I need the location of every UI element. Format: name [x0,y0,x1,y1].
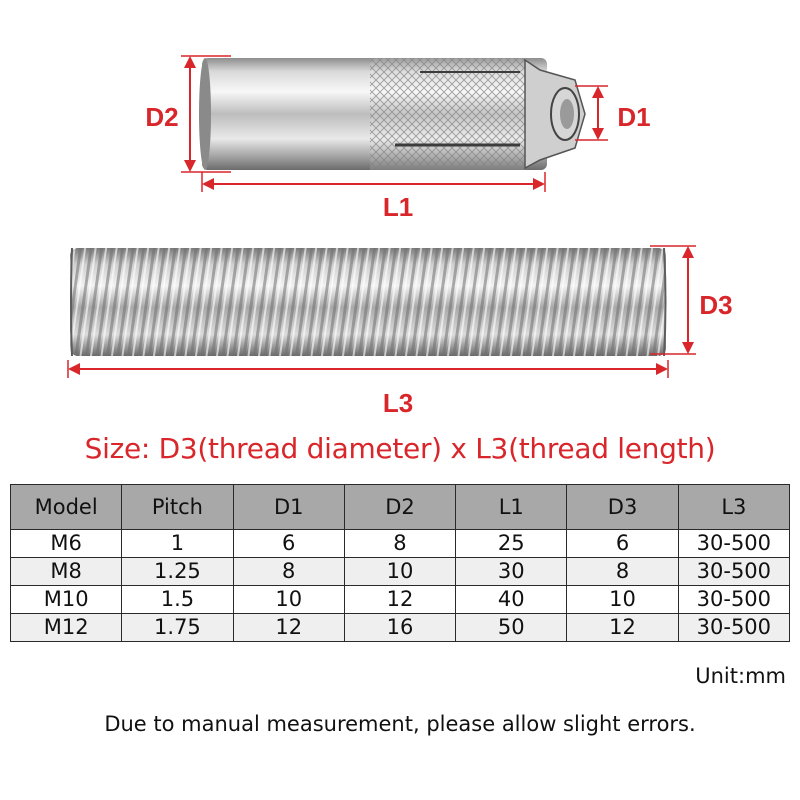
label-d1: D1 [617,102,650,132]
cell-pitch: 1.75 [121,613,234,642]
unit-note: Unit:mm [695,664,786,688]
product-diagram: D2 D1 L1 D3 L3 [67,55,733,418]
label-d3: D3 [699,290,732,320]
header-pitch: Pitch [121,484,234,530]
cell-pitch: 1 [121,529,234,558]
header-d3: D3 [566,484,679,530]
cell-d3: 8 [566,557,679,586]
label-l3: L3 [383,388,413,418]
cell-l3: 30-500 [677,557,791,586]
cell-model: M6 [9,529,123,558]
cell-d1: 6 [232,529,345,558]
cell-d2: 10 [343,557,457,586]
cell-d2: 8 [343,529,457,558]
dimension-l1: L1 [201,172,546,222]
header-l1: L1 [455,484,568,530]
cell-pitch: 1.25 [121,557,234,586]
cell-d3: 6 [566,529,679,558]
cell-model: M8 [9,557,123,586]
cell-model: M12 [9,613,123,642]
cell-d1: 8 [232,557,345,586]
header-l3: L3 [677,484,791,530]
size-description: Size: D3(thread diameter) x L3(thread le… [84,432,716,465]
header-d2: D2 [343,484,457,530]
table-header-row: Model Pitch D1 D2 L1 D3 L3 [9,484,791,530]
cell-l1: 50 [455,613,568,642]
cell-pitch: 1.5 [121,585,234,614]
cell-d2: 16 [343,613,457,642]
table-row: M12 1.75 12 16 50 12 30-500 [9,613,791,642]
cell-l1: 30 [455,557,568,586]
spec-table: Model Pitch D1 D2 L1 D3 L3 M6 1 6 8 25 6… [9,484,791,642]
header-d1: D1 [232,484,345,530]
cell-model: M10 [9,585,123,614]
label-l1: L1 [383,192,413,222]
cell-l1: 40 [455,585,568,614]
header-model: Model [9,484,123,530]
table-row: M8 1.25 8 10 30 8 30-500 [9,557,791,586]
dimension-l3: L3 [67,360,669,418]
anchor-sleeve [199,58,586,170]
dimension-d3: D3 [650,245,733,355]
cell-d3: 12 [566,613,679,642]
threaded-rod [70,247,667,357]
cell-l3: 30-500 [677,585,791,614]
table-row: M6 1 6 8 25 6 30-500 [9,529,791,558]
dimension-d1: D1 [575,85,651,141]
cell-d1: 10 [232,585,345,614]
cell-d2: 12 [343,585,457,614]
measurement-disclaimer: Due to manual measurement, please allow … [104,712,696,736]
label-d2: D2 [145,102,178,132]
cell-d3: 10 [566,585,679,614]
cell-l1: 25 [455,529,568,558]
cell-d1: 12 [232,613,345,642]
cell-l3: 30-500 [677,613,791,642]
dimension-d2: D2 [145,55,231,173]
cell-l3: 30-500 [677,529,791,558]
table-row: M10 1.5 10 12 40 10 30-500 [9,585,791,614]
